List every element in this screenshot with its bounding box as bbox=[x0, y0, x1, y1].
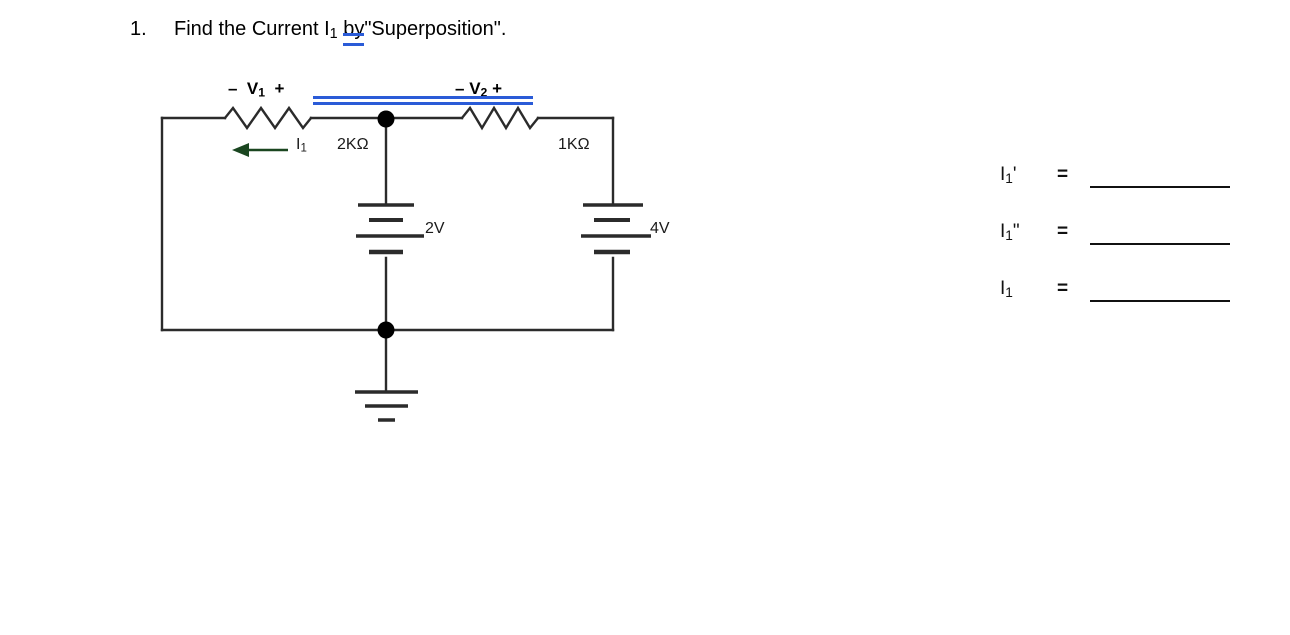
answer-var-mark: ' bbox=[1012, 164, 1017, 185]
circuit-diagram: – V1 + – V2 + bbox=[0, 0, 760, 470]
v1-polarity-label: – V1 + bbox=[228, 79, 284, 100]
v1-subscript: 1 bbox=[258, 85, 266, 100]
junction-dot-bottom bbox=[377, 321, 395, 339]
annotated-word: by bbox=[343, 18, 365, 46]
battery-2v-symbol bbox=[356, 203, 424, 255]
resistor-1k-symbol bbox=[460, 105, 540, 131]
v1-name: V bbox=[246, 79, 259, 98]
v2-polarity-label: – V2 + bbox=[455, 79, 502, 100]
equals-sign: = bbox=[1057, 278, 1069, 299]
v1-plus-sign: + bbox=[274, 79, 285, 98]
resistor-1k-label: 1KΩ bbox=[558, 136, 590, 153]
answer-row: I1" = bbox=[1000, 207, 1260, 264]
v2-minus-sign: – bbox=[455, 79, 465, 98]
v2-name: V bbox=[469, 79, 481, 98]
battery-4v-symbol bbox=[581, 203, 651, 255]
equals-sign: = bbox=[1057, 164, 1069, 185]
answer-variable: I1" bbox=[1000, 221, 1020, 243]
answer-var-base: I bbox=[1000, 221, 1006, 242]
question-subscript: 1 bbox=[329, 26, 338, 43]
current-label-subscript: 1 bbox=[300, 142, 307, 155]
answer-blank-field[interactable] bbox=[1090, 300, 1230, 302]
question-text-before: Find the Current I bbox=[174, 18, 330, 40]
source-2v-label: 2V bbox=[425, 220, 445, 237]
question-heading: 1. Find the Current I1 by "Superposition"… bbox=[130, 16, 506, 47]
v2-subscript: 2 bbox=[480, 85, 488, 100]
junction-dot-top bbox=[377, 110, 395, 128]
answer-var-base: I bbox=[1000, 278, 1006, 299]
v1-minus-sign: – bbox=[228, 79, 238, 98]
question-text-after: "Superposition". bbox=[364, 18, 507, 40]
answer-var-subscript: 1 bbox=[1005, 171, 1013, 186]
answer-var-mark: " bbox=[1012, 221, 1020, 242]
current-label-i1: I1 bbox=[296, 136, 307, 155]
answer-list: I1' = I1" = I1 = bbox=[1000, 150, 1260, 321]
source-4v-label: 4V bbox=[650, 220, 670, 237]
equals-sign: = bbox=[1057, 221, 1069, 242]
question-number: 1. bbox=[130, 18, 147, 40]
v2-plus-sign: + bbox=[492, 79, 503, 98]
circuit-svg bbox=[160, 105, 651, 422]
answer-var-subscript: 1 bbox=[1005, 228, 1013, 243]
answer-blank-field[interactable] bbox=[1090, 243, 1230, 245]
answer-blank-field[interactable] bbox=[1090, 186, 1230, 188]
answer-variable: I1 bbox=[1000, 278, 1013, 300]
current-arrow-i1 bbox=[232, 143, 288, 157]
answer-row: I1' = bbox=[1000, 150, 1260, 207]
answer-variable: I1' bbox=[1000, 164, 1017, 186]
resistor-2k-label: 2KΩ bbox=[337, 136, 369, 153]
answer-var-subscript: 1 bbox=[1005, 285, 1013, 300]
ground-symbol bbox=[355, 390, 418, 422]
blue-annotation-underline bbox=[313, 96, 533, 105]
current-label-base: I bbox=[296, 136, 301, 153]
answer-row: I1 = bbox=[1000, 264, 1260, 321]
answer-var-base: I bbox=[1000, 164, 1006, 185]
resistor-2k-symbol bbox=[223, 105, 313, 131]
